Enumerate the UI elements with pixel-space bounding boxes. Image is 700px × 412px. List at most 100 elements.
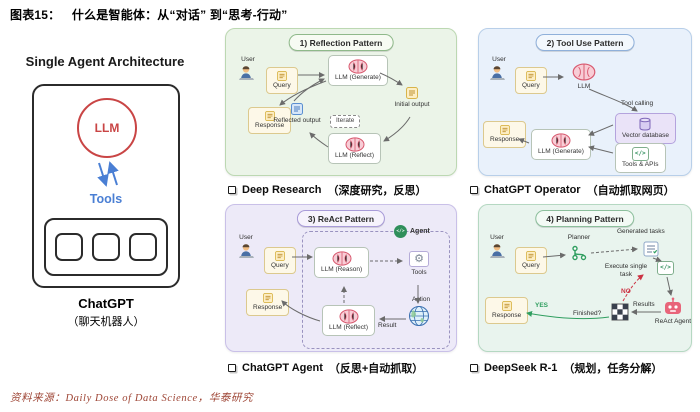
document-icon: [499, 125, 510, 135]
generated-tasks-label: Generated tasks: [617, 228, 665, 235]
vector-database-label: Vector database: [622, 132, 669, 139]
user-icon: [489, 65, 507, 86]
caption-en: ChatGPT Operator: [484, 184, 581, 196]
document-icon: [291, 103, 303, 115]
finished-grid-icon: [611, 303, 629, 326]
tool-calling-label: Tool calling: [621, 100, 654, 107]
tool-slot: [55, 233, 83, 261]
query-label: Query: [273, 82, 291, 89]
reflected-output: Reflected output: [272, 103, 322, 124]
tools-box: ⚙ Tools: [406, 251, 432, 276]
llm-reflect-label: LLM (Reflect): [329, 324, 369, 331]
single-agent-architecture-box: LLM Tools: [32, 84, 180, 288]
llm-circle: LLM: [77, 98, 137, 158]
llm-reflect-box: LLM (Reflect): [328, 133, 382, 164]
query-box: Query: [515, 67, 547, 94]
user-icon: [489, 243, 507, 264]
agent-dashed-frame: [302, 231, 450, 349]
initial-output-label: Initial output: [394, 101, 430, 108]
query-label: Query: [271, 262, 289, 269]
bidirectional-arrows-icon: [97, 161, 119, 187]
response-box: Response: [246, 289, 290, 316]
agent-label: Agent: [410, 228, 430, 235]
agent-icon: </>: [394, 225, 407, 238]
brain-icon: [345, 137, 364, 152]
brain-icon: [572, 63, 596, 81]
tasks-list-icon: [643, 241, 659, 262]
wrench-icon: ⚙: [409, 251, 429, 267]
planner-branch-icon: [571, 245, 587, 266]
yes-label: YES: [535, 302, 549, 309]
tools-tray: [44, 218, 168, 276]
query-label: Query: [522, 262, 540, 269]
checkbox-bullet-icon: [470, 186, 478, 194]
single-agent-architecture-title: Single Agent Architecture: [25, 54, 185, 69]
caption-zh: （规划，任务分解）: [563, 363, 663, 375]
react-pattern-title: 3) ReAct Pattern: [296, 210, 386, 227]
user-label: User: [239, 234, 253, 241]
user-label: User: [492, 56, 506, 63]
response-label: Response: [492, 312, 522, 319]
react-agent-label: ReAct Agent: [654, 318, 692, 325]
caption-chatgpt-operator: ChatGPT Operator （自动抓取网页）: [470, 182, 675, 198]
llm-generate-box: LLM (Generate): [531, 129, 591, 160]
database-icon: [639, 117, 651, 131]
checkbox-bullet-icon: [470, 364, 478, 372]
planning-pattern-card: 4) Planning Pattern User Query Response …: [478, 204, 692, 352]
vector-database-box: Vector database: [615, 113, 676, 144]
figure-label: 图表15：: [10, 8, 61, 22]
llm-generate-label: LLM (Generate): [335, 74, 381, 81]
figure-header: 图表15： 什么是智能体：从“对话” 到“思考-行动”: [10, 6, 287, 23]
environment-globe-icon: [408, 305, 430, 332]
reflected-output-label: Reflected output: [273, 117, 321, 124]
react-pattern-card: 3) ReAct Pattern </> Agent User Query Re…: [225, 204, 457, 352]
response-label: Response: [255, 122, 285, 129]
initial-output: Initial output: [388, 87, 436, 108]
react-agent-robot-icon: [663, 297, 683, 322]
brain-icon: [339, 309, 358, 324]
tool-use-pattern-card: 2) Tool Use Pattern User Query LLM Tool …: [478, 28, 692, 176]
brain-icon: [332, 251, 352, 266]
document-icon: [262, 293, 273, 303]
source-note: 资料来源：Daily Dose of Data Science，华泰研究: [10, 393, 254, 404]
document-icon: [406, 87, 418, 99]
caption-zh: （深度研究，反思）: [327, 185, 427, 197]
figure-title: 什么是智能体：从“对话” 到“思考-行动”: [71, 8, 288, 22]
document-icon: [264, 111, 275, 121]
query-box: Query: [264, 247, 296, 274]
llm-reflect-box: LLM (Reflect): [322, 305, 376, 336]
execute-single-task-label: Execute single task: [604, 263, 648, 278]
planner-label: Planner: [567, 234, 591, 241]
caption-en: DeepSeek R-1: [484, 362, 558, 374]
code-icon: </>: [657, 261, 674, 275]
query-box: Query: [266, 67, 298, 94]
document-icon: [274, 251, 285, 261]
document-icon: [525, 71, 536, 81]
llm-reflect-label: LLM (Reflect): [335, 152, 375, 159]
llm-label: LLM: [577, 83, 591, 90]
user-icon: [238, 243, 256, 264]
user-icon: [238, 65, 256, 86]
finished-label: Finished?: [573, 310, 602, 317]
no-label: NO: [621, 288, 631, 295]
checkbox-bullet-icon: [228, 364, 236, 372]
llm-reason-box: LLM (Reason): [314, 247, 370, 278]
tool-use-pattern-title: 2) Tool Use Pattern: [535, 34, 635, 51]
brain-icon: [551, 133, 571, 148]
action-label: Action: [412, 296, 431, 303]
query-box: Query: [515, 247, 547, 274]
code-icon: </>: [631, 147, 649, 161]
document-icon: [501, 301, 512, 311]
tool-slot: [92, 233, 120, 261]
response-box: Response: [248, 107, 292, 134]
caption-chatgpt-agent: ChatGPT Agent （反思+自动抓取）: [228, 360, 423, 376]
caption-zh: （自动抓取网页）: [586, 185, 675, 197]
llm-label: LLM: [94, 121, 120, 135]
tools-apis-box: </> Tools & APIs: [615, 143, 666, 173]
chatgpt-label: ChatGPT: [78, 296, 134, 311]
caption-deep-research: Deep Research （深度研究，反思）: [228, 182, 427, 198]
planning-pattern-title: 4) Planning Pattern: [535, 210, 635, 227]
caption-en: ChatGPT Agent: [242, 362, 323, 374]
tools-label: Tools: [411, 269, 427, 276]
user-label: User: [241, 56, 255, 63]
